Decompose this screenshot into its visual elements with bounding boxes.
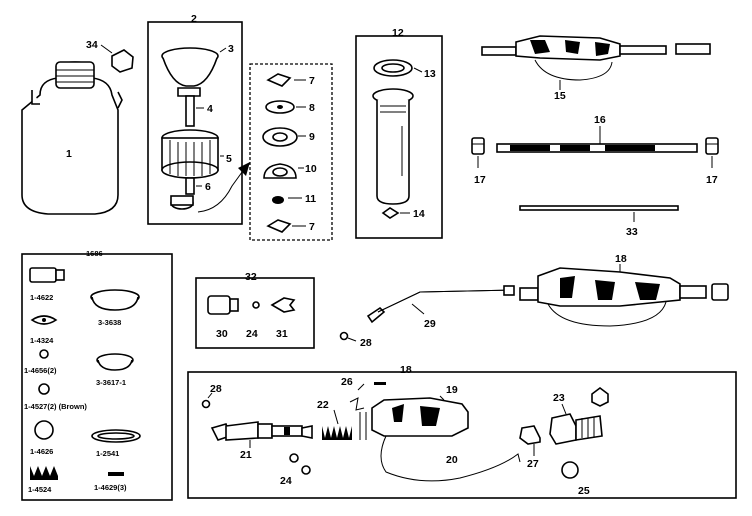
funnel-part-3 (161, 47, 227, 97)
label-4: 4 (207, 103, 213, 115)
group-18-box (187, 371, 737, 499)
label-6: 6 (205, 181, 211, 193)
kit-label: 1686 (86, 249, 103, 258)
label-17b: 17 (706, 174, 718, 186)
label-30: 30 (216, 328, 228, 340)
label-5: 5 (226, 153, 232, 165)
oring-28 (339, 331, 349, 341)
cylinder-parts (372, 59, 423, 219)
label-18-top: 18 (615, 253, 627, 265)
kit-item-1-4324: 1-4324 (30, 336, 54, 345)
nut-17-right (705, 137, 719, 168)
kit-item-1-4527: 1-4527(2) (Brown) (24, 402, 87, 411)
label-10: 10 (305, 163, 317, 175)
rod-33 (519, 205, 679, 222)
cap-part-34 (100, 44, 134, 73)
hose-assembly-15 (481, 35, 711, 90)
group-2-label: 2 (191, 13, 197, 25)
nut-17-left (471, 137, 485, 168)
kit-part-drawings (29, 267, 141, 480)
valve-part-6 (170, 177, 202, 210)
label-13: 13 (424, 68, 436, 80)
label-9: 9 (309, 131, 315, 143)
kit-box (21, 253, 173, 501)
group-32-label: 32 (245, 271, 257, 283)
group-18-label: 18 (400, 364, 412, 376)
pin-part-4 (185, 95, 204, 127)
shutoff-breakdown (201, 382, 609, 482)
group-2-box (147, 21, 243, 225)
label-17a: 17 (474, 174, 486, 186)
label-26a: 26 (341, 376, 353, 388)
kit-item-1-4626: 1-4626 (30, 447, 53, 456)
label-34: 34 (86, 39, 98, 51)
seal-kit-box (249, 63, 333, 241)
label-27: 27 (527, 458, 539, 470)
tank-part (21, 61, 123, 215)
kit-item-1-4622: 1-4622 (30, 293, 53, 302)
label-16: 16 (594, 114, 606, 126)
kit-item-1-4656: 1-4656(2) (24, 366, 57, 375)
label-25: 25 (578, 485, 590, 497)
label-28a: 28 (210, 383, 222, 395)
label-23: 23 (553, 392, 565, 404)
label-15: 15 (554, 90, 566, 102)
label-1: 1 (66, 148, 72, 160)
pump-cap-part-5 (161, 129, 224, 179)
seal-parts (262, 73, 306, 233)
kit-item-3-3638: 3-3638 (98, 318, 121, 327)
label-33: 33 (626, 226, 638, 238)
nozzle-parts (207, 295, 296, 315)
extension-29 (366, 285, 515, 324)
label-21: 21 (240, 449, 252, 461)
label-22: 22 (317, 399, 329, 411)
group-12-label: 12 (392, 27, 404, 39)
wand-16 (496, 126, 698, 153)
label-29: 29 (424, 318, 436, 330)
pointer-arrow (197, 167, 246, 213)
label-3: 3 (228, 43, 234, 55)
label-7b: 7 (309, 221, 315, 233)
label-24b: 24 (280, 475, 292, 487)
kit-item-1-2541: 1-2541 (96, 449, 119, 458)
label-11: 11 (305, 193, 316, 205)
label-7a: 7 (309, 75, 315, 87)
kit-item-3-3617-1: 3-3617-1 (96, 378, 126, 387)
kit-item-1-4524: 1-4524 (28, 485, 52, 494)
label-20: 20 (446, 454, 458, 466)
kit-item-1-4629: 1-4629(3) (94, 483, 127, 492)
label-14: 14 (413, 208, 425, 220)
shutoff-assembly-18 (519, 264, 729, 327)
label-31: 31 (276, 328, 288, 340)
label-19: 19 (446, 384, 458, 396)
label-24-32: 24 (246, 328, 258, 340)
label-28b: 28 (360, 337, 372, 349)
group-32-box (195, 277, 315, 349)
group-12-box (355, 35, 443, 239)
label-8: 8 (309, 102, 315, 114)
